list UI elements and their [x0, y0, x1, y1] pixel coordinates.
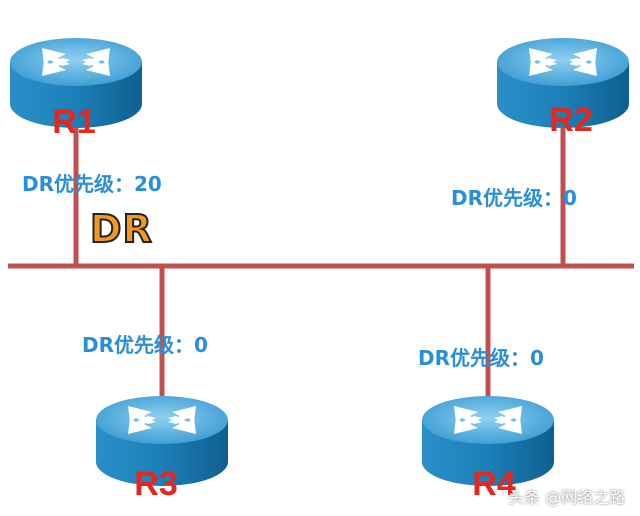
- router-name-r2: R2: [549, 101, 592, 139]
- priority-label-r2: DR优先级：0: [451, 186, 577, 210]
- router-name-r4: R4: [472, 465, 516, 503]
- router-name-r3: R3: [134, 465, 177, 503]
- dr-tag: DR: [89, 206, 153, 252]
- priority-label-r1: DR优先级：20: [22, 172, 162, 196]
- priority-label-r4: DR优先级：0: [418, 346, 544, 370]
- priority-label-r3: DR优先级：0: [82, 333, 208, 357]
- router-name-r1: R1: [52, 103, 95, 141]
- network-links: [8, 110, 634, 412]
- watermark: 头条 @网络之路: [508, 488, 626, 507]
